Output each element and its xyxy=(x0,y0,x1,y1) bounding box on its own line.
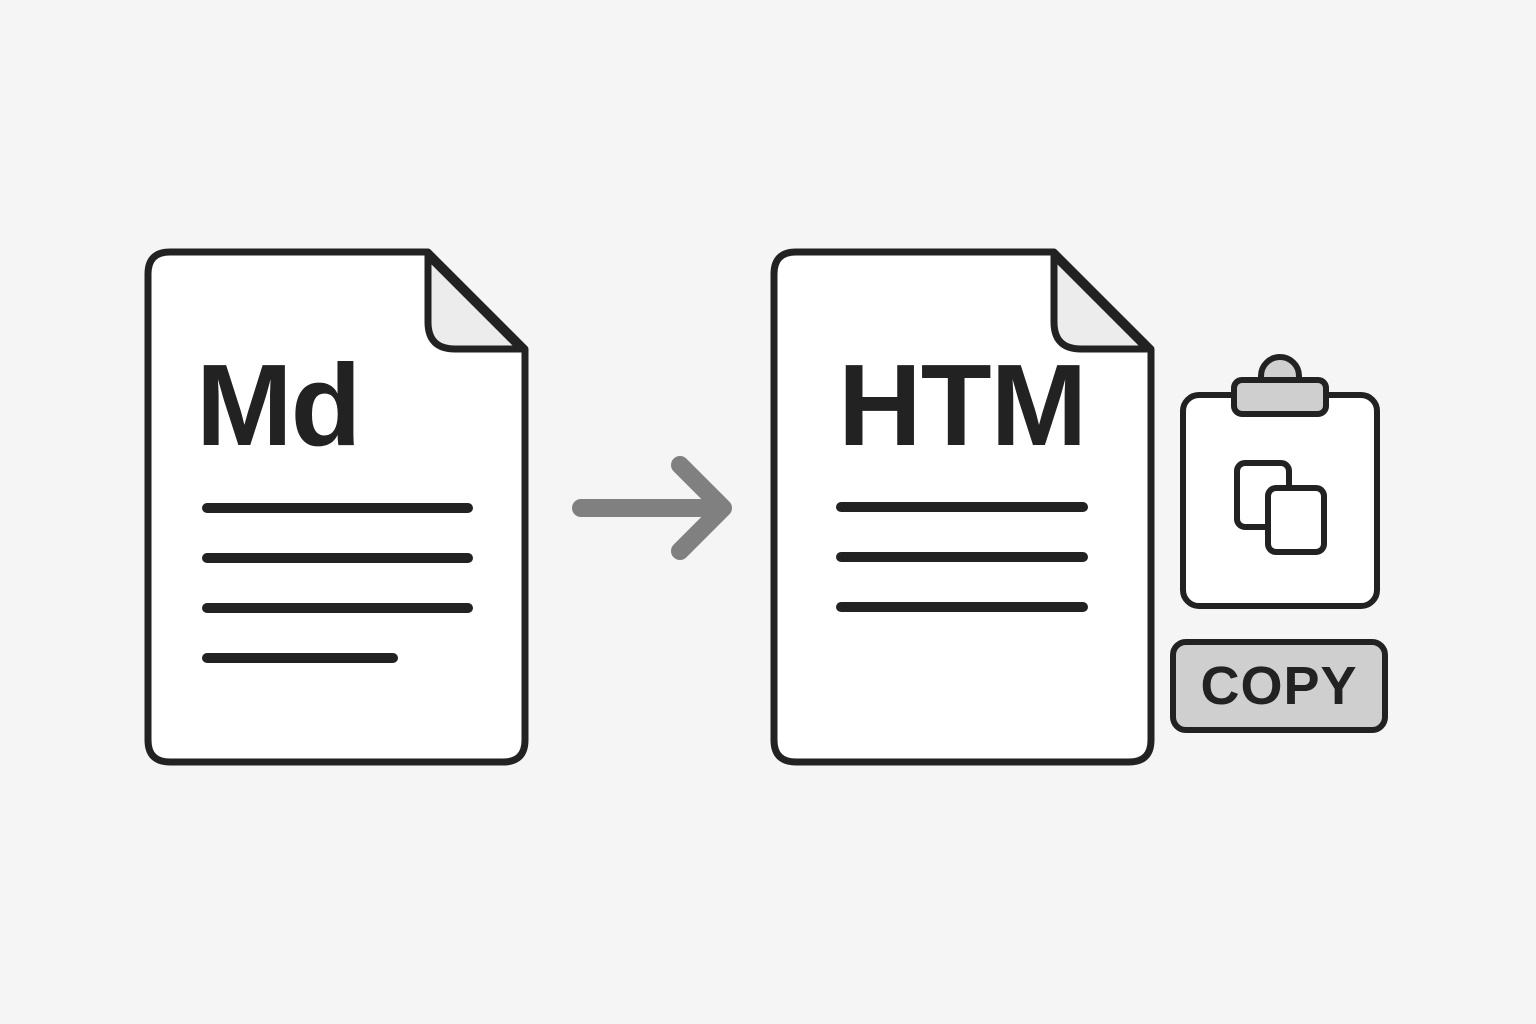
html-text-lines xyxy=(836,502,1088,612)
clipboard-copy-icon xyxy=(1180,354,1380,609)
copy-icon xyxy=(1234,460,1327,555)
html-file-icon xyxy=(770,248,1155,766)
markdown-file-icon xyxy=(144,248,529,766)
clipboard-clip xyxy=(1231,377,1329,417)
html-document-fold xyxy=(1050,252,1151,353)
copy-button-label: COPY xyxy=(1200,656,1358,716)
html-document-label: HTM xyxy=(838,340,1087,470)
markdown-document-fold xyxy=(424,252,525,353)
markdown-text-lines xyxy=(202,503,473,663)
arrow-right-icon xyxy=(572,456,732,560)
markdown-document-label: Md xyxy=(196,340,361,470)
copy-button[interactable]: COPY xyxy=(1170,639,1388,733)
